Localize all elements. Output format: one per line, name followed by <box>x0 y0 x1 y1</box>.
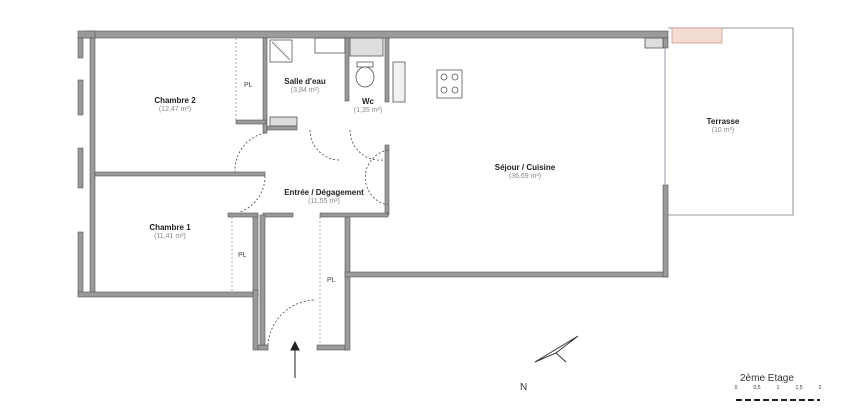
walls <box>77 30 669 351</box>
windows <box>92 40 666 290</box>
terrace-outline <box>668 27 794 216</box>
hob-icon <box>436 69 463 99</box>
room-name: Chambre 1 <box>149 223 191 232</box>
room-name: Chambre 2 <box>154 96 196 105</box>
floor-label: 2ème Etage <box>740 373 794 384</box>
scale-tick: 1 <box>776 385 780 391</box>
north-arrow-icon <box>534 335 579 363</box>
shower-icon <box>269 39 293 63</box>
room-sejour-cuisine: Séjour / Cuisine (36,69 m²) <box>495 163 555 182</box>
room-area: (1,35 m²) <box>353 107 383 114</box>
room-area: (3,84 m²) <box>290 87 320 94</box>
room-name: Séjour / Cuisine <box>494 163 556 172</box>
room-area: (11,55 m²) <box>308 198 340 205</box>
room-area: (11,41 m²) <box>154 233 186 240</box>
room-area: (36,69 m²) <box>508 173 542 180</box>
room-area: (10 m²) <box>711 127 735 134</box>
entry-arrow-icon <box>290 340 300 378</box>
scale-tick: 0,5 <box>753 385 761 391</box>
room-area: (12,47 m²) <box>158 106 192 113</box>
room-name: Terrasse <box>706 117 740 126</box>
room-terrasse: Terrasse (10 m²) <box>707 117 740 136</box>
north-label: N <box>520 382 528 393</box>
doors <box>234 129 389 346</box>
scale-tick: 2 <box>818 385 822 391</box>
room-name: Wc <box>362 97 374 106</box>
room-salle-d-eau: Salle d'eau (3,84 m²) <box>284 77 325 96</box>
fixtures <box>269 37 664 127</box>
room-name: Entrée / Dégagement <box>284 188 364 197</box>
closet-label: PL <box>238 252 247 259</box>
room-wc: Wc (1,35 m²) <box>354 97 382 116</box>
closet-label: PL <box>327 277 336 284</box>
scale-tick: 0 <box>734 385 738 391</box>
room-chambre-2: Chambre 2 (12,47 m²) <box>154 96 195 115</box>
room-name: Salle d'eau <box>284 77 326 86</box>
scale-tick: 1,5 <box>795 385 803 391</box>
closet-lines <box>231 38 321 345</box>
room-entree: Entrée / Dégagement (11,55 m²) <box>284 188 364 207</box>
sink-icon <box>314 37 346 54</box>
room-chambre-1: Chambre 1 (11,41 m²) <box>149 223 190 242</box>
kitchen-sink-icon <box>392 61 406 103</box>
closet-label: PL <box>244 82 253 89</box>
toilet-icon <box>355 66 375 88</box>
